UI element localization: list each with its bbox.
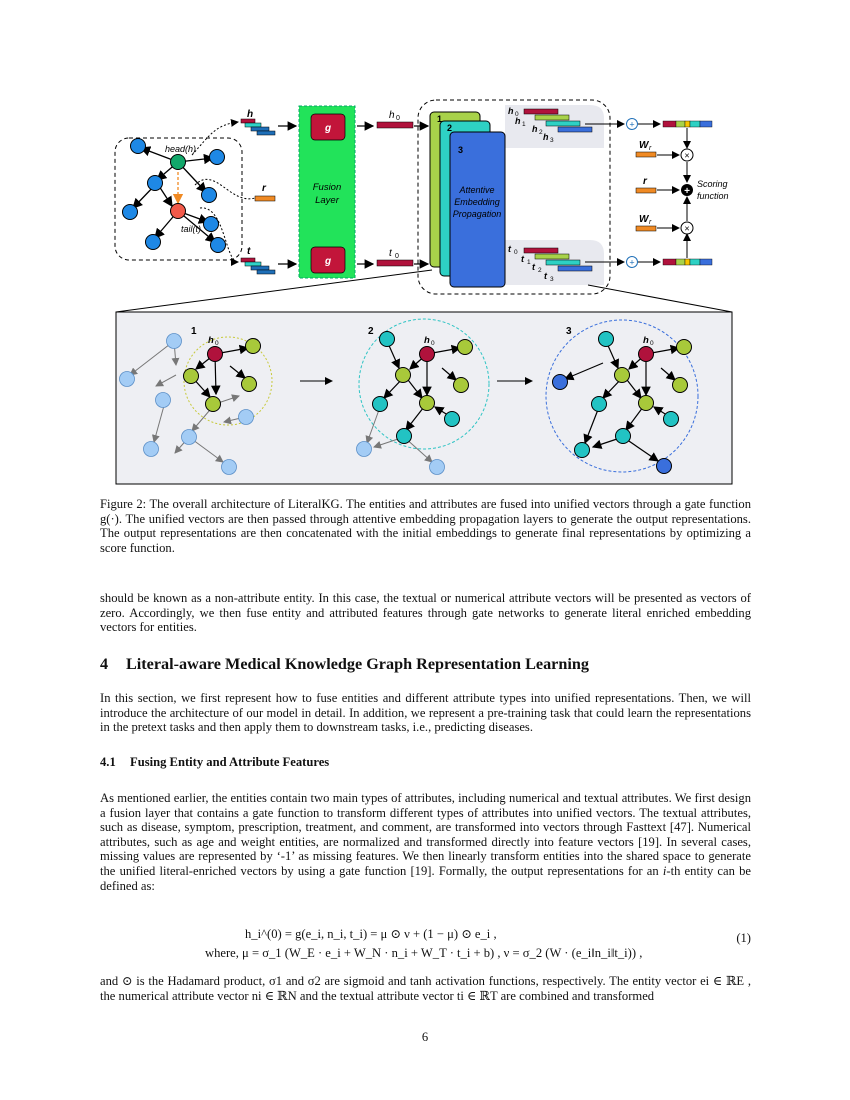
h-3-label: h: [543, 132, 549, 142]
gate-label-1: g: [324, 123, 331, 134]
input-graph: head(h) tail(t): [114, 137, 243, 261]
figure-caption: Figure 2: The overall architecture of Li…: [100, 497, 751, 555]
paragraph-3-body: As mentioned earlier, the entities conta…: [100, 791, 751, 878]
wr-label-1: W: [639, 140, 650, 151]
panel-3-label: 3: [566, 326, 572, 337]
svg-text:2: 2: [539, 129, 543, 136]
r-label: r: [262, 183, 267, 194]
paragraph-4: and ⊙ is the Hadamard product, σ1 and σ2…: [100, 974, 751, 1003]
r-embedding: r: [254, 183, 276, 202]
equation-number: (1): [736, 931, 751, 945]
tail-label: tail(t): [181, 224, 201, 234]
h-1-label: h: [515, 116, 521, 126]
svg-text:0: 0: [396, 115, 400, 122]
svg-text:0: 0: [395, 253, 399, 260]
t-3-label: t: [544, 271, 548, 281]
paragraph-3: As mentioned earlier, the entities conta…: [100, 791, 751, 893]
subsection-number: 4.1: [100, 755, 116, 769]
subsection-title: Fusing Entity and Attribute Features: [130, 755, 330, 769]
t0-label: t: [389, 248, 393, 259]
svg-text:0: 0: [431, 340, 435, 347]
panel-1-label: 1: [191, 326, 197, 337]
svg-text:2: 2: [538, 267, 542, 274]
t-0-label: t: [508, 244, 512, 254]
layer-3-label: 3: [458, 145, 463, 155]
final-head-vector: [662, 120, 713, 128]
attentive-label: Attentive: [458, 185, 494, 195]
svg-text:+: +: [684, 186, 690, 197]
layer-1-label: 1: [437, 114, 442, 124]
section-number: 4: [100, 655, 109, 673]
svg-text:3: 3: [550, 276, 554, 283]
subsection-heading: 4.1 Fusing Entity and Attribute Features: [100, 755, 329, 770]
svg-text:1: 1: [522, 121, 526, 128]
gate-label-2: g: [324, 256, 331, 267]
layer-label: Layer: [315, 195, 340, 206]
function-label: function: [697, 191, 729, 201]
h-label: h: [247, 109, 253, 120]
scoring-label: Scoring: [697, 179, 728, 189]
paragraph-3-tail-b: -th entity can be defined as:: [100, 863, 751, 893]
t-2-label: t: [532, 262, 536, 272]
fusion-label: Fusion: [313, 182, 342, 193]
paragraph-2: In this section, we first represent how …: [100, 691, 751, 735]
paragraph-3-tail-a: Formally, the output representations for…: [438, 863, 663, 878]
panel-2-label: 2: [368, 326, 374, 337]
panel-2-h0: h: [424, 335, 430, 346]
t-1-label: t: [521, 254, 525, 264]
section-heading: 4 Literal-aware Medical Knowledge Graph R…: [100, 655, 589, 674]
paragraph-1: should be known as a non-attribute entit…: [100, 591, 751, 635]
svg-text:×: ×: [684, 151, 689, 161]
t-embedding: t: [240, 246, 276, 275]
svg-text:r: r: [649, 219, 652, 226]
architecture-figure: head(h) tail(t) h r t g g Fusion Layer: [114, 99, 733, 485]
svg-text:0: 0: [515, 111, 519, 118]
embedding-label: Embedding: [454, 197, 500, 207]
head-label: head(h): [165, 144, 196, 154]
propagation-label: Propagation: [453, 209, 502, 219]
h0-label: h: [389, 110, 395, 121]
propagation-stack: 1 2 3 Attentive Embedding Propagation: [429, 111, 506, 288]
equation-line-1: h_i^(0) = g(e_i, n_i, t_i) = μ ⊙ ν + (1 …: [245, 927, 497, 941]
svg-text:0: 0: [215, 340, 219, 347]
svg-text:1: 1: [527, 259, 531, 266]
svg-text:+: +: [629, 120, 634, 130]
svg-text:0: 0: [650, 340, 654, 347]
h-embedding: h: [240, 109, 276, 136]
final-tail-vector: [662, 258, 713, 266]
section-title: Literal-aware Medical Knowledge Graph Re…: [126, 655, 589, 673]
equation-line-2: where, μ = σ_1 (W_E · e_i + W_N · n_i + …: [205, 946, 643, 960]
t-label: t: [247, 246, 251, 257]
svg-text:3: 3: [550, 137, 554, 144]
paragraph-3-tail-i: i: [662, 863, 667, 878]
r-mid-label: r: [643, 176, 648, 187]
layer-2-label: 2: [447, 123, 452, 133]
panel-3-h0: h: [643, 335, 649, 346]
svg-text:0: 0: [514, 249, 518, 256]
fusion-layer: g g Fusion Layer: [298, 105, 356, 279]
svg-text:×: ×: [684, 224, 689, 234]
wr-label-2: W: [639, 214, 650, 225]
svg-text:+: +: [629, 258, 634, 268]
h-0-label: h: [508, 106, 514, 116]
h-2-label: h: [532, 124, 538, 134]
page-number: 6: [421, 1030, 429, 1044]
svg-text:r: r: [649, 145, 652, 152]
